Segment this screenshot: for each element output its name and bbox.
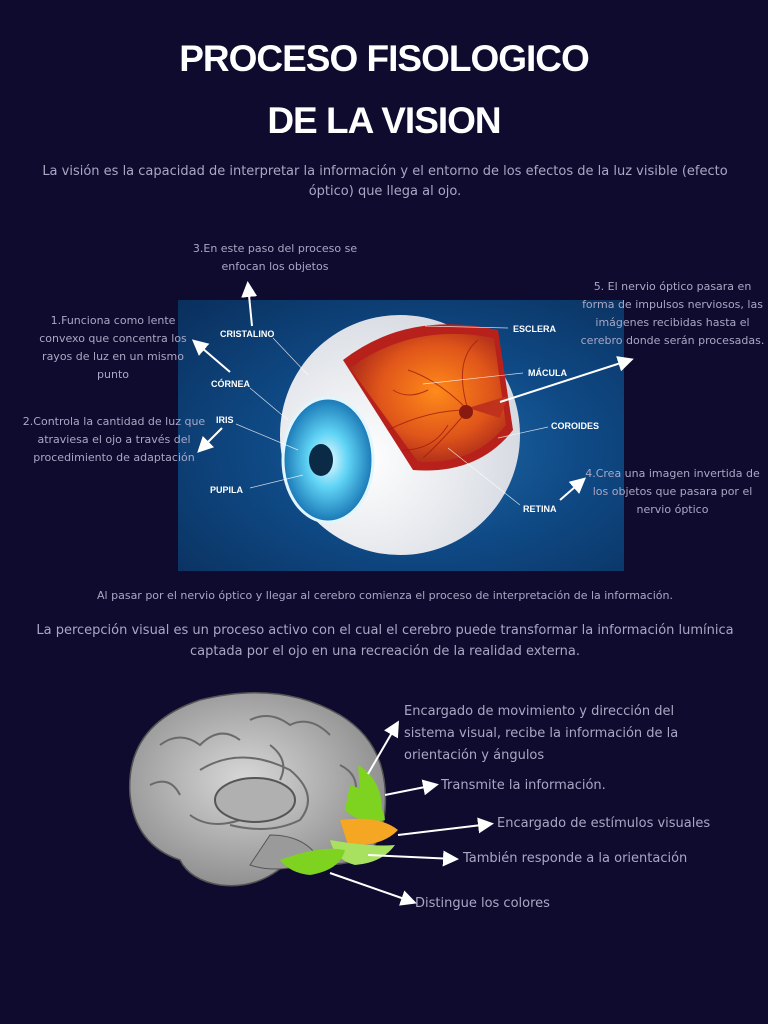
retina-interior xyxy=(350,333,506,463)
arrow-brain-3 xyxy=(397,817,494,836)
page-title-line1: PROCESO FISOLOGICO xyxy=(179,38,590,79)
note-2-iris: 2.Controla la cantidad de luz que atravi… xyxy=(22,415,206,464)
optic-nerve-shape xyxy=(468,396,508,418)
optic-nerve-text: Al pasar por el nervio óptico y llegar a… xyxy=(97,589,673,602)
visual-perception-text: La percepción visual es un proceso activ… xyxy=(36,623,734,659)
eye-illustration xyxy=(235,315,549,555)
brain-note-1: Encargado de movimiento y dirección del … xyxy=(404,704,679,763)
brain-note-3: Encargado de estímulos visuales xyxy=(497,816,711,831)
region-dorsal xyxy=(358,765,382,810)
page-title-line2: DE LA VISION xyxy=(267,100,501,141)
region-ventral xyxy=(280,848,345,875)
label-iris: IRIS xyxy=(216,415,234,425)
region-v1 xyxy=(340,818,398,846)
note-3-focus: 3.En este paso del proceso se enfocan lo… xyxy=(192,242,358,273)
label-cornea: CÓRNEA xyxy=(211,379,251,389)
label-pupila: PUPILA xyxy=(210,485,244,495)
note-5-optic-nerve: 5. El nervio óptico pasara en forma de i… xyxy=(580,280,765,347)
label-cristalino: CRISTALINO xyxy=(220,329,275,339)
eye-diagram: CRISTALINO CÓRNEA IRIS PUPILA ESCLERA MÁ… xyxy=(178,300,624,571)
label-coroides: COROIDES xyxy=(551,421,600,431)
label-macula: MÁCULA xyxy=(528,368,567,378)
brain-note-5: Distingue los colores xyxy=(415,896,550,911)
brain-illustration xyxy=(128,692,398,887)
label-retina: RETINA xyxy=(523,504,557,514)
note-4-retina: 4.Crea una imagen invertida de los objet… xyxy=(585,467,760,516)
brain-note-4: También responde a la orientación xyxy=(463,851,688,866)
label-esclera: ESCLERA xyxy=(513,324,557,334)
intro-text: La visión es la capacidad de interpretar… xyxy=(42,164,728,199)
note-1-lens: 1.Funciona como lente convexo que concen… xyxy=(39,314,187,381)
brain-note-2: Transmite la información. xyxy=(441,778,606,793)
region-v2 xyxy=(345,785,385,822)
